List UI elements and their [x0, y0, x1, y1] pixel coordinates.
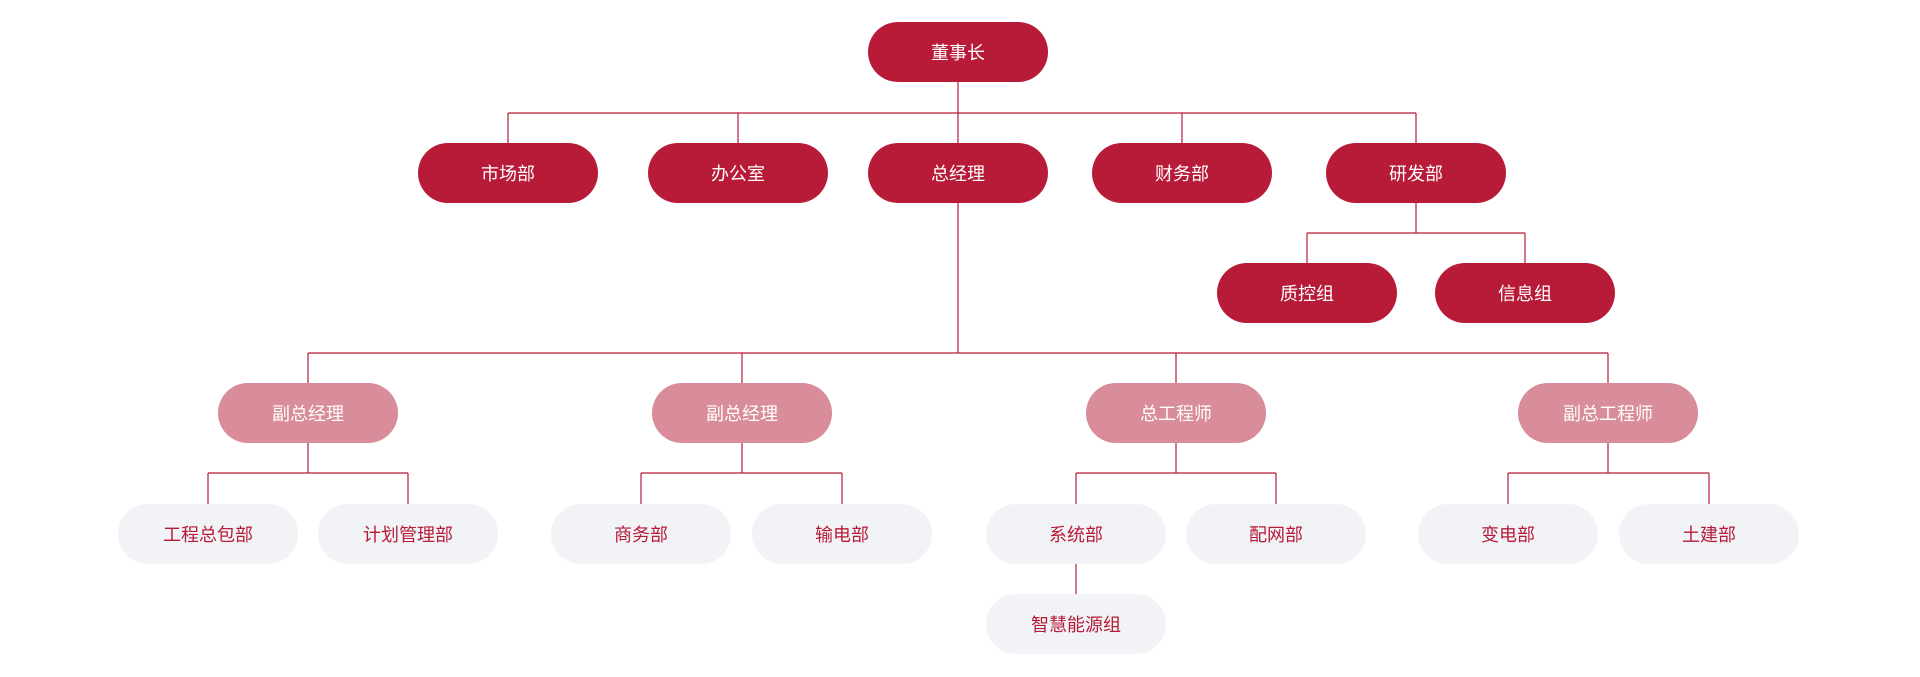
node-chairman: 董事长: [868, 22, 1048, 82]
node-smart-energy-group: 智慧能源组: [986, 594, 1166, 654]
node-distribution-dept: 配网部: [1186, 504, 1366, 564]
node-system-dept: 系统部: [986, 504, 1166, 564]
node-qc-group: 质控组: [1217, 263, 1397, 323]
node-rd-dept: 研发部: [1326, 143, 1506, 203]
node-general-manager: 总经理: [868, 143, 1048, 203]
node-deputy-chief-engineer: 副总工程师: [1518, 383, 1698, 443]
node-civil-dept: 土建部: [1619, 504, 1799, 564]
node-chief-engineer: 总工程师: [1086, 383, 1266, 443]
node-business-dept: 商务部: [551, 504, 731, 564]
node-office: 办公室: [648, 143, 828, 203]
node-vice-gm-1: 副总经理: [218, 383, 398, 443]
node-vice-gm-2: 副总经理: [652, 383, 832, 443]
node-planning-dept: 计划管理部: [318, 504, 498, 564]
node-finance-dept: 财务部: [1092, 143, 1272, 203]
node-epc-dept: 工程总包部: [118, 504, 298, 564]
node-substation-dept: 变电部: [1418, 504, 1598, 564]
node-market-dept: 市场部: [418, 143, 598, 203]
node-info-group: 信息组: [1435, 263, 1615, 323]
node-transmission-dept: 输电部: [752, 504, 932, 564]
